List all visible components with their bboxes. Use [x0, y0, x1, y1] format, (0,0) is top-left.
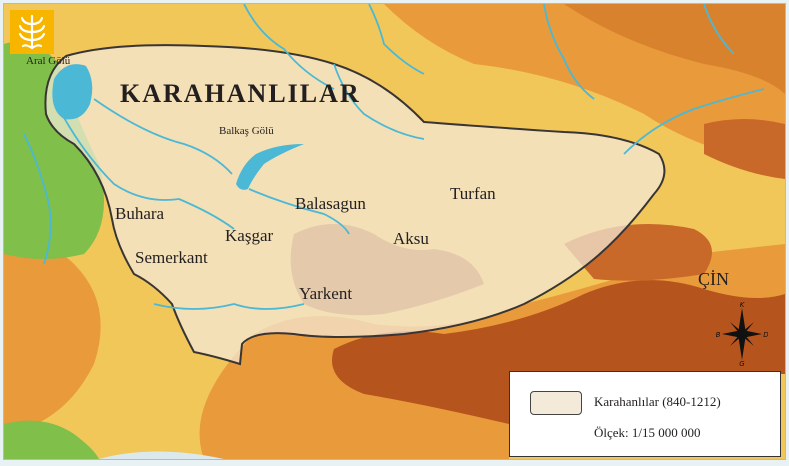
city-buhara: Buhara	[115, 204, 165, 223]
terrain-hills-west	[4, 246, 101, 434]
city-kasgar: Kaşgar	[225, 226, 274, 245]
relief-map	[4, 4, 785, 459]
river-northeast	[703, 4, 735, 55]
river-north-1	[243, 4, 335, 90]
terrain-lowland-west	[4, 41, 104, 259]
river-south	[153, 303, 305, 310]
terrain-lowland-southwest	[4, 420, 99, 459]
legend-scale: Ölçek: 1/15 000 000	[594, 425, 701, 440]
terrain-sea-southwest	[99, 451, 224, 459]
region-china: ÇİN	[698, 269, 729, 289]
river-west	[23, 133, 52, 265]
legend-swatch-territory	[530, 391, 582, 415]
compass-north: K	[740, 302, 746, 309]
river-ili	[248, 188, 350, 235]
compass-west: B	[716, 331, 721, 339]
city-semerkant: Semerkant	[135, 248, 208, 267]
map-title: KARAHANLILAR	[120, 79, 361, 108]
legend-item-label: Karahanlılar (840-1212)	[594, 394, 721, 409]
map-legend: Karahanlılar (840-1212) Ölçek: 1/15 000 …	[509, 371, 781, 457]
rivers	[23, 4, 765, 310]
map-frame: KARAHANLILAR Aral Gölü Balkaş Gölü Buhar…	[3, 3, 786, 460]
terrain-mountains-northeast	[704, 119, 785, 179]
compass-rose-icon: K G D B	[716, 301, 770, 368]
river-north-2	[368, 4, 425, 75]
city-yarkent: Yarkent	[299, 284, 353, 303]
karahanlilar-territory	[44, 44, 666, 366]
city-balasagun: Balasagun	[295, 194, 366, 213]
balkas-lake	[236, 144, 304, 190]
compass-south: G	[739, 360, 745, 366]
terrain-mountains-south	[332, 280, 785, 424]
balkas-lake-label: Balkaş Gölü	[219, 125, 274, 137]
river-syr	[93, 98, 233, 175]
city-aksu: Aksu	[393, 229, 429, 248]
territory-highlands	[290, 224, 484, 316]
river-irtis	[333, 63, 425, 140]
compass-east: D	[763, 331, 768, 339]
city-turfan: Turfan	[450, 184, 496, 203]
aral-lake-label: Aral Gölü	[26, 55, 71, 67]
aral-lake	[52, 64, 93, 120]
river-amu	[61, 113, 235, 230]
tree-of-life-icon	[10, 10, 54, 54]
river-north-3	[543, 4, 595, 100]
terrain-hills-northeast	[564, 4, 785, 94]
river-east	[623, 88, 765, 155]
